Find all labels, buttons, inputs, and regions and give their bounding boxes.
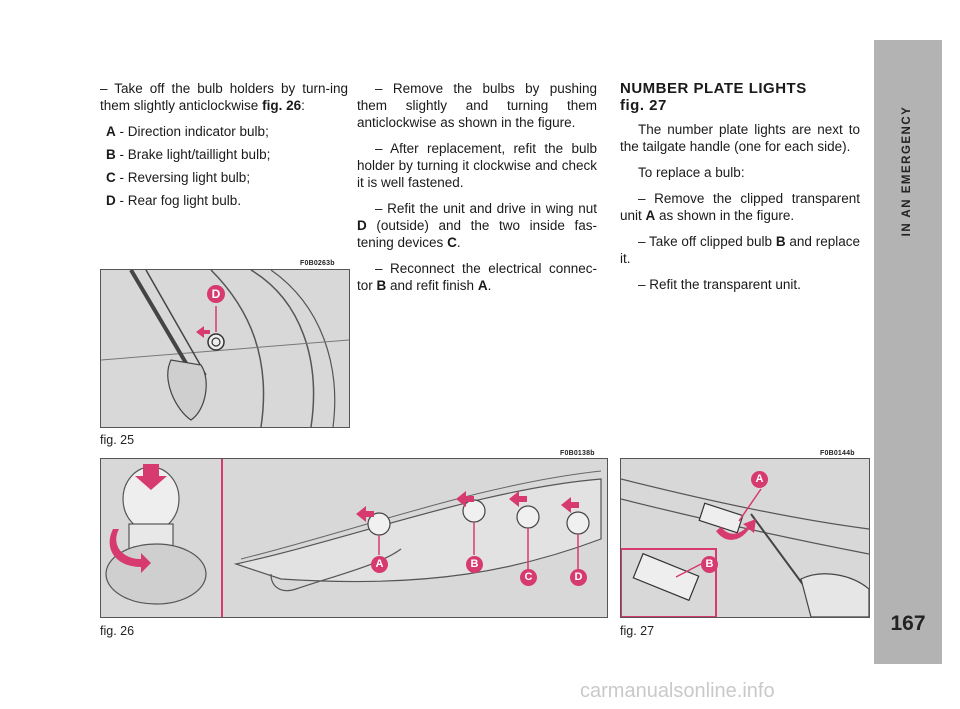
figure-26-illustration <box>101 459 607 617</box>
heading-text: NUMBER PLATE LIGHTS <box>620 80 807 97</box>
text: (outside) and the two inside fas-tening … <box>357 218 597 250</box>
text-bold: B <box>376 278 387 293</box>
figure-25-illustration <box>101 270 349 427</box>
text: as shown in the figure. <box>655 208 795 223</box>
text: and replace it. <box>620 234 860 266</box>
heading-fig-ref: fig. 27 <box>620 97 667 114</box>
text: . <box>456 235 461 250</box>
text-bold: C <box>447 235 457 250</box>
callout-label-a: A <box>371 556 388 573</box>
item-letter: D <box>106 193 116 208</box>
paragraph: – Reconnect the electrical connec-tor B … <box>357 260 597 294</box>
figure-caption: fig. 27 <box>620 624 655 638</box>
text: – Take off clipped bulb <box>638 234 776 249</box>
list-item: D - Rear fog light bulb. <box>100 192 348 209</box>
text-bold: A <box>477 278 488 293</box>
chapter-title: IN AN EMERGENCY <box>892 80 920 270</box>
item-text: - Direction indicator bulb; <box>115 124 269 139</box>
column-1: – Take off the bulb holders by turn-ing … <box>100 80 348 215</box>
paragraph: – Take off clipped bulb B and replace it… <box>620 233 860 267</box>
paragraph: To replace a bulb: <box>638 165 745 180</box>
watermark: carmanualsonline.info <box>580 680 775 702</box>
text-bold: B <box>775 234 786 249</box>
figure-code: F0B0144b <box>820 450 855 457</box>
item-letter: B <box>106 147 116 162</box>
callout-label-d: D <box>570 569 587 586</box>
paragraph: – After replacement, refit the bulb hold… <box>357 141 597 190</box>
callout-label-a: A <box>751 471 768 488</box>
figure-code: F0B0263b <box>300 260 335 267</box>
figure-27: A B <box>620 458 870 618</box>
figure-27-illustration <box>621 459 869 617</box>
callout-label-d: D <box>207 285 225 303</box>
item-text: - Rear fog light bulb. <box>115 193 242 208</box>
paragraph: The number plate lights are next to the … <box>620 122 860 154</box>
list-item: B - Brake light/taillight bulb; <box>100 146 348 163</box>
paragraph: – Refit the unit and drive in wing nut D… <box>357 200 597 251</box>
chapter-sidebar <box>874 40 942 664</box>
figure-code: F0B0138b <box>560 450 595 457</box>
text-bold: D <box>357 218 367 233</box>
text: – Refit the unit and drive in wing nut <box>375 201 597 216</box>
intro-text: – Take off the bulb holders by turn-ing … <box>100 81 348 113</box>
page-number: 167 <box>890 612 926 635</box>
column-2: – Remove the bulbs by pushing them sligh… <box>357 80 597 303</box>
callout-label-b: B <box>466 556 483 573</box>
paragraph: – Refit the transparent unit. <box>638 277 801 292</box>
list-item: A - Direction indicator bulb; <box>100 123 348 140</box>
item-letter: C <box>106 170 116 185</box>
figure-25: D <box>100 269 350 428</box>
paragraph: – Remove the bulbs by pushing them sligh… <box>357 81 597 130</box>
item-text: - Reversing light bulb; <box>115 170 251 185</box>
intro-fig-ref: fig. 26 <box>262 98 302 113</box>
text: and refit finish <box>386 278 478 293</box>
chapter-title-text: IN AN EMERGENCY <box>901 105 913 237</box>
text: – Reconnect the electrical connec-tor <box>357 261 597 293</box>
figure-26: A B C D <box>100 458 608 618</box>
callout-label-b: B <box>701 556 718 573</box>
text: . <box>487 278 492 293</box>
figure-caption: fig. 26 <box>100 624 135 638</box>
callout-label-c: C <box>520 569 537 586</box>
figure-caption: fig. 25 <box>100 433 135 447</box>
text-bold: A <box>645 208 656 223</box>
paragraph: – Remove the clipped transparent unit A … <box>620 190 860 224</box>
text: – Remove the clipped transparent unit <box>620 191 860 223</box>
item-text: - Brake light/taillight bulb; <box>115 147 271 162</box>
intro-paragraph: – Take off the bulb holders by turn-ing … <box>100 81 348 113</box>
item-letter: A <box>106 124 116 139</box>
list-item: C - Reversing light bulb; <box>100 169 348 186</box>
